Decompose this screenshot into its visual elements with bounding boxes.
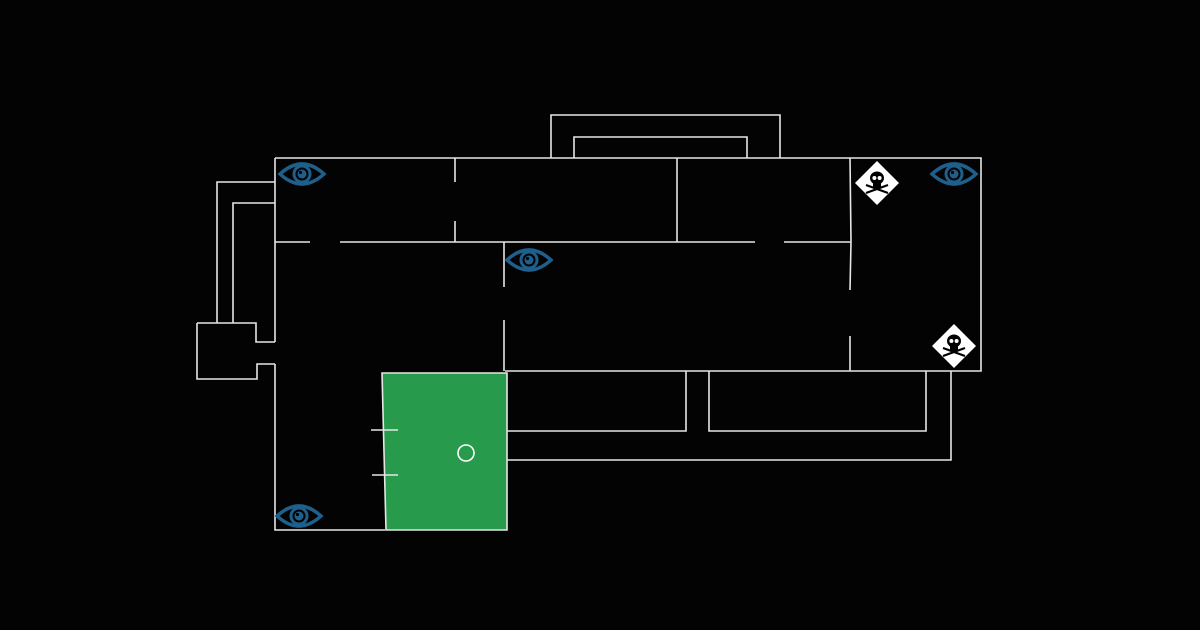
eye-icon[interactable] [275, 504, 323, 528]
objective-room[interactable] [371, 372, 508, 531]
skull-crossbones-icon[interactable] [930, 322, 978, 370]
eye-icon[interactable] [930, 162, 978, 186]
eye-icon[interactable] [278, 162, 326, 186]
door-marks [371, 429, 398, 476]
walls [196, 114, 982, 531]
objective-marker[interactable] [457, 444, 475, 462]
skull-crossbones-icon[interactable] [853, 159, 901, 207]
eye-icon[interactable] [505, 248, 553, 272]
